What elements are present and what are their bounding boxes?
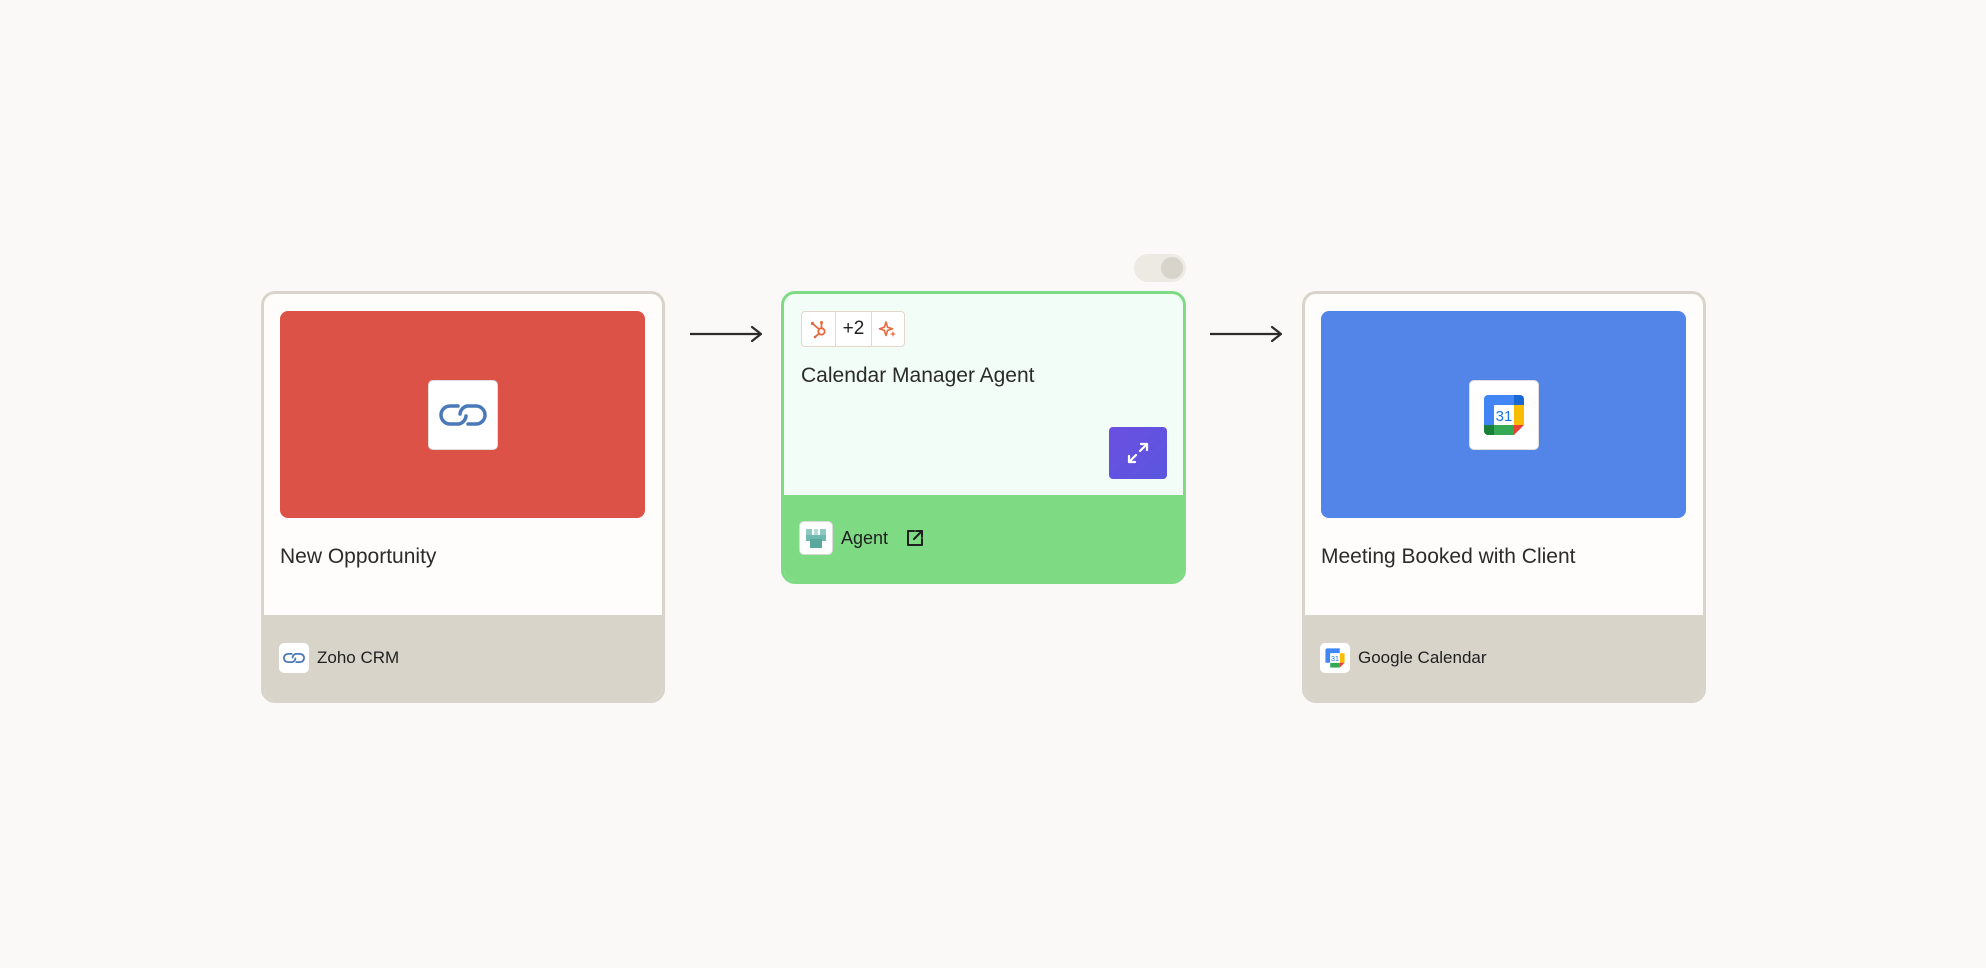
agent-tool-badges[interactable]: +2 [801, 311, 905, 347]
svg-text:31: 31 [1495, 408, 1512, 425]
sparkle-icon [878, 321, 896, 337]
agent-footer-label: Agent [841, 527, 889, 548]
svg-text:31: 31 [1331, 654, 1339, 662]
action-step-title: Meeting Booked with Client [1321, 545, 1576, 568]
extra-tools-count: +2 [842, 318, 865, 339]
action-app-footer: 31 Google Calendar [1305, 615, 1703, 700]
trigger-app-footer: Zoho CRM [264, 615, 662, 700]
zoho-crm-mini-logo [279, 642, 309, 673]
agent-step-card[interactable]: +2 Calendar Manager Agent [781, 291, 1186, 584]
zoho-crm-icon [438, 403, 487, 426]
action-banner: 31 [1321, 311, 1686, 518]
arrow-right-icon [690, 325, 763, 343]
google-calendar-mini-logo: 31 [1320, 642, 1350, 673]
agent-footer: Agent [784, 495, 1183, 581]
agent-title: Calendar Manager Agent [801, 364, 1035, 387]
open-agent-link[interactable] [904, 527, 926, 549]
action-app-name: Google Calendar [1358, 647, 1487, 667]
trigger-banner [280, 311, 645, 518]
toggle-knob [1161, 257, 1183, 279]
expand-button[interactable] [1109, 427, 1167, 479]
agent-enabled-toggle[interactable] [1134, 254, 1186, 282]
external-link-icon [907, 530, 924, 546]
expand-icon [1127, 442, 1149, 464]
hubspot-icon [810, 321, 826, 339]
google-calendar-icon: 31 [1483, 394, 1524, 435]
zoho-crm-logo-box [427, 379, 498, 450]
action-step-card[interactable]: 31 Meeting Booked with Client 31 Google … [1302, 291, 1706, 703]
trigger-step-card[interactable]: New Opportunity Zoho CRM [261, 291, 665, 703]
google-calendar-icon: 31 [1325, 647, 1345, 668]
hubspot-badge [802, 312, 835, 346]
extra-tools-badge: +2 [835, 312, 871, 346]
google-calendar-logo-box: 31 [1468, 379, 1539, 450]
arrow-right-icon [1210, 325, 1283, 343]
agent-logo-icon [806, 529, 826, 548]
agent-logo-box [799, 521, 833, 555]
zoho-crm-icon [283, 652, 305, 663]
trigger-app-name: Zoho CRM [317, 647, 400, 667]
trigger-step-title: New Opportunity [280, 545, 437, 568]
sparkle-badge [871, 312, 904, 346]
